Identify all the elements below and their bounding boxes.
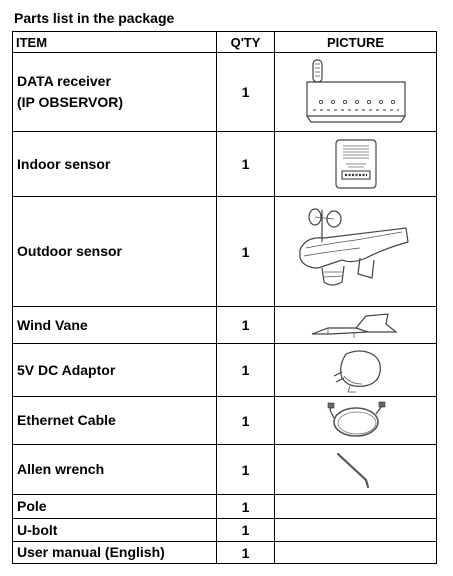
item-cell: Indoor sensor	[12, 131, 217, 197]
item-name: Wind Vane	[17, 316, 88, 333]
item-name-line2: (IP OBSERVOR)	[17, 94, 124, 110]
item-cell: 5V DC Adaptor	[12, 343, 217, 397]
table-row: Wind Vane 1	[12, 306, 437, 344]
wind-vane-drawing-icon	[311, 313, 398, 338]
item-name: Outdoor sensor	[17, 243, 123, 259]
item-name: 5V DC Adaptor	[17, 361, 116, 378]
picture-cell	[274, 541, 437, 564]
adaptor-drawing-icon	[333, 350, 381, 393]
table-row: Pole 1	[12, 494, 437, 519]
table-row: Allen wrench 1	[12, 444, 437, 495]
column-header-item: ITEM	[12, 31, 217, 53]
item-cell: Allen wrench	[12, 444, 217, 495]
picture-cell	[274, 131, 437, 197]
page-title: Parts list in the package	[14, 10, 175, 26]
column-header-picture: PICTURE	[274, 31, 437, 53]
qty-cell: 1	[216, 306, 275, 344]
table-header-row: ITEM Q'TY PICTURE	[12, 31, 437, 53]
table-row: Outdoor sensor 1	[12, 196, 437, 307]
item-name: Ethernet Cable	[17, 412, 116, 428]
parts-table: ITEM Q'TY PICTURE DATA receiver (IP OBSE…	[12, 31, 437, 564]
picture-cell	[274, 494, 437, 519]
picture-cell	[274, 396, 437, 445]
qty-cell: 1	[216, 343, 275, 397]
item-name: U-bolt	[17, 521, 58, 538]
table-row: U-bolt 1	[12, 518, 437, 542]
indoor-sensor-drawing-icon	[334, 139, 377, 189]
item-name: Allen wrench	[17, 461, 105, 477]
ethernet-cable-drawing-icon	[327, 401, 385, 437]
qty-cell: 1	[216, 494, 275, 519]
item-name: User manual (English)	[17, 544, 165, 560]
picture-cell	[274, 196, 437, 307]
item-cell: Wind Vane	[12, 306, 217, 344]
qty-cell: 1	[216, 396, 275, 445]
qty-cell: 1	[216, 518, 275, 542]
data-receiver-drawing-icon	[305, 59, 406, 123]
allen-wrench-drawing-icon	[336, 452, 369, 488]
item-cell: User manual (English)	[12, 541, 217, 564]
table-row: Ethernet Cable 1	[12, 396, 437, 445]
qty-cell: 1	[216, 131, 275, 197]
item-cell: U-bolt	[12, 518, 217, 542]
picture-cell	[274, 52, 437, 132]
qty-cell: 1	[216, 541, 275, 564]
table-row: Indoor sensor 1	[12, 131, 437, 197]
qty-cell: 1	[216, 196, 275, 307]
picture-cell	[274, 444, 437, 495]
table-row: DATA receiver (IP OBSERVOR) 1	[12, 52, 437, 132]
item-cell: Ethernet Cable	[12, 396, 217, 445]
column-header-qty: Q'TY	[216, 31, 275, 53]
item-cell: DATA receiver (IP OBSERVOR)	[12, 52, 217, 132]
picture-cell	[274, 518, 437, 542]
picture-cell	[274, 343, 437, 397]
item-name: DATA receiver	[17, 73, 111, 89]
item-name: Indoor sensor	[17, 155, 111, 172]
qty-cell: 1	[216, 52, 275, 132]
item-cell: Outdoor sensor	[12, 196, 217, 307]
picture-cell	[274, 306, 437, 344]
table-row: User manual (English) 1	[12, 541, 437, 564]
table-row: 5V DC Adaptor 1	[12, 343, 437, 397]
item-name: Pole	[17, 498, 47, 514]
outdoor-sensor-drawing-icon	[298, 207, 409, 286]
item-cell: Pole	[12, 494, 217, 519]
qty-cell: 1	[216, 444, 275, 495]
